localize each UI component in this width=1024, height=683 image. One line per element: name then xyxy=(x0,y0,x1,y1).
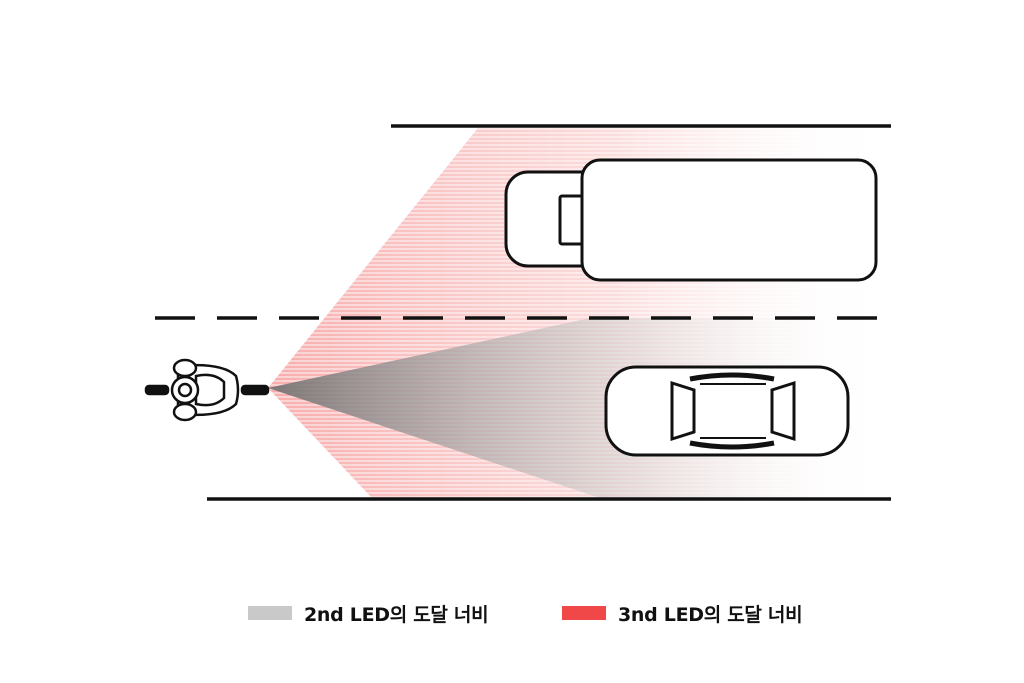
legend: 2nd LED의 도달 너비 3nd LED의 도달 너비 xyxy=(0,598,1024,628)
car-topdown-icon xyxy=(604,365,850,457)
legend-swatch-red xyxy=(562,606,606,620)
legend-item-3rd-led: 3nd LED의 도달 너비 xyxy=(562,598,803,628)
legend-label-2nd-led: 2nd LED의 도달 너비 xyxy=(304,603,489,626)
legend-swatch-gray xyxy=(248,606,292,620)
legend-item-2nd-led: 2nd LED의 도달 너비 xyxy=(248,598,489,628)
truck-topdown-icon xyxy=(504,158,878,282)
legend-label-3rd-led: 3nd LED의 도달 너비 xyxy=(618,603,803,626)
motorcycle-rider-topdown-icon xyxy=(144,358,270,422)
